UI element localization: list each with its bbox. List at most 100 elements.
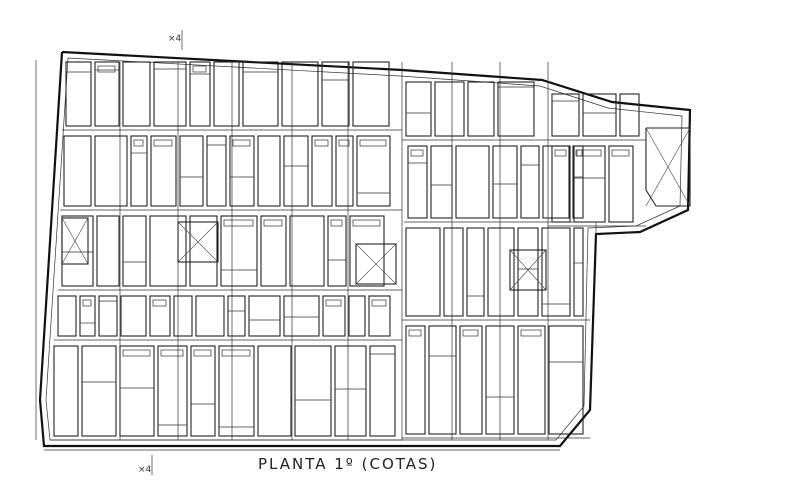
room-11	[94, 135, 128, 207]
room-39	[227, 295, 246, 337]
room-41	[283, 295, 320, 337]
room-grid	[50, 61, 646, 441]
fixture-76	[462, 329, 479, 337]
fixture-49	[160, 349, 184, 357]
room-26	[189, 215, 218, 287]
fixture-50	[193, 349, 212, 357]
room-59	[407, 145, 428, 219]
room-10	[63, 135, 92, 207]
room-4	[189, 61, 211, 127]
room-43	[348, 295, 366, 337]
room-72	[573, 227, 584, 317]
light-well-1	[177, 221, 219, 263]
room-37	[173, 295, 193, 337]
room-1	[94, 61, 120, 127]
room-77	[517, 325, 546, 435]
room-58	[497, 81, 535, 137]
room-45	[53, 345, 79, 437]
room-56	[434, 81, 465, 137]
fixture-29	[263, 219, 283, 227]
room-81	[619, 93, 640, 137]
light-well-4	[509, 249, 547, 291]
room-62	[492, 145, 518, 219]
room-3	[153, 61, 187, 127]
room-52	[294, 345, 332, 437]
room-49	[190, 345, 216, 437]
room-78	[548, 325, 584, 435]
building-outline	[38, 50, 692, 448]
room-40	[248, 295, 281, 337]
room-82	[551, 145, 571, 223]
room-75	[459, 325, 483, 435]
fixture-17	[232, 139, 251, 147]
room-19	[311, 135, 333, 207]
fixture-37	[152, 299, 167, 307]
fixture-14	[153, 139, 173, 147]
room-0	[65, 61, 92, 127]
fixture-48	[122, 349, 151, 357]
fixture-32	[352, 219, 381, 227]
room-17	[257, 135, 281, 207]
room-50	[218, 345, 255, 437]
room-42	[322, 295, 346, 337]
room-44	[368, 295, 391, 337]
fixture-20	[314, 139, 329, 147]
room-68	[466, 227, 485, 317]
fixture-60	[410, 149, 424, 157]
room-70	[517, 227, 539, 317]
room-63	[520, 145, 540, 219]
room-9	[352, 61, 390, 127]
fixture-2	[97, 65, 116, 73]
room-57	[467, 81, 495, 137]
room-84	[608, 145, 634, 223]
room-24	[122, 215, 147, 287]
fixture-85	[611, 149, 630, 157]
room-48	[157, 345, 188, 437]
room-36	[149, 295, 171, 337]
fixture-22	[359, 139, 387, 147]
room-79	[551, 93, 580, 137]
room-32	[57, 295, 77, 337]
room-46	[81, 345, 117, 437]
room-28	[260, 215, 287, 287]
fixture-5	[192, 65, 207, 73]
room-60	[430, 145, 453, 219]
room-21	[356, 135, 391, 207]
room-69	[487, 227, 515, 317]
fixture-43	[325, 299, 342, 307]
room-80	[582, 93, 617, 137]
light-well-2	[61, 217, 89, 265]
fixture-84	[576, 149, 602, 157]
room-38	[195, 295, 225, 337]
room-64	[542, 145, 570, 219]
room-67	[443, 227, 464, 317]
fixture-78	[520, 329, 542, 337]
room-14	[179, 135, 204, 207]
room-13	[150, 135, 177, 207]
room-47	[119, 345, 155, 437]
room-23	[96, 215, 120, 287]
room-20	[335, 135, 354, 207]
room-74	[428, 325, 457, 435]
fixture-34	[82, 299, 92, 307]
room-35	[120, 295, 147, 337]
room-12	[130, 135, 148, 207]
room-8	[321, 61, 350, 127]
room-2	[122, 61, 151, 127]
room-29	[289, 215, 325, 287]
fixture-21	[338, 139, 350, 147]
room-30	[327, 215, 347, 287]
room-6	[242, 61, 279, 127]
fixture-51	[221, 349, 251, 357]
room-73	[405, 325, 426, 435]
room-53	[334, 345, 367, 437]
room-18	[283, 135, 309, 207]
room-31	[349, 215, 385, 287]
room-27	[220, 215, 258, 287]
section-mark-top: ×4	[168, 34, 182, 44]
fixture-28	[223, 219, 254, 227]
room-61	[455, 145, 490, 219]
room-15	[206, 135, 227, 207]
room-16	[229, 135, 255, 207]
fixture-13	[133, 139, 144, 147]
